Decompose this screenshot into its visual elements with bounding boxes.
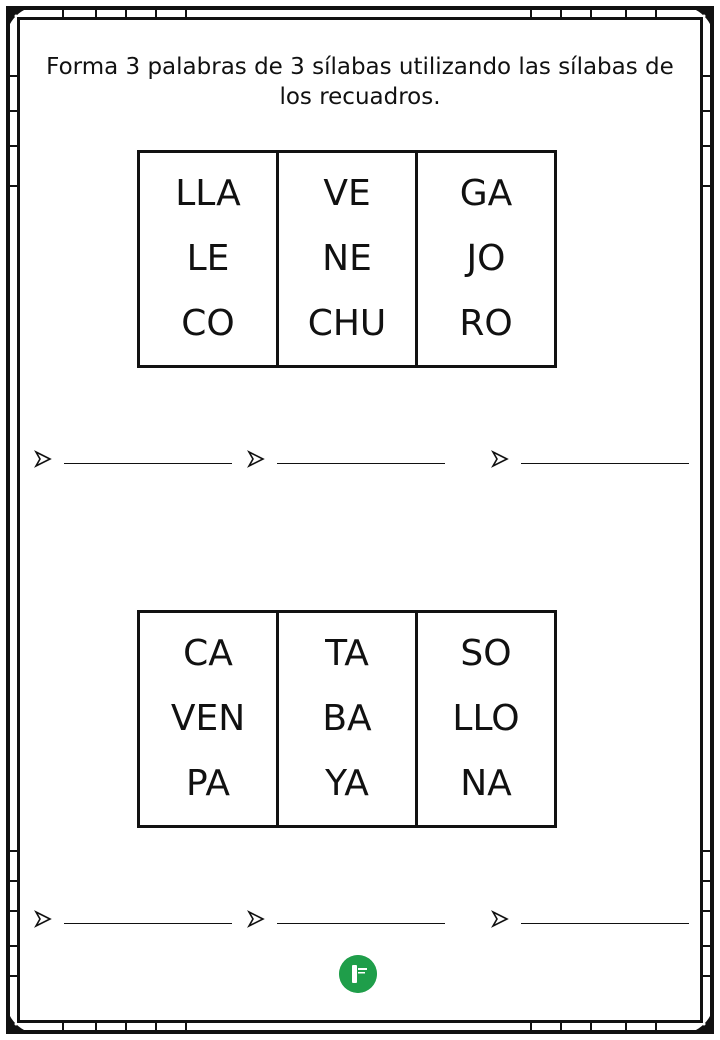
syllable: VEN [170,697,246,739]
arrow-bullet-icon [247,450,265,468]
corner-ornament-icon [6,1000,40,1034]
arrow-bullet-icon [34,910,52,928]
syllable-column: SO LLO NA [415,613,554,825]
syllable: GA [459,172,513,214]
answer-blank[interactable] [277,463,445,464]
syllable: CHU [307,303,387,345]
answer-blank[interactable] [64,463,232,464]
answer-blank[interactable] [521,463,689,464]
syllable-grid-1: LLA LE CO VE NE CHU GA JO RO [137,150,557,368]
answer-row-1 [0,450,720,480]
arrow-bullet-icon [247,910,265,928]
syllable: SO [460,632,512,674]
syllable-column: VE NE CHU [276,153,415,365]
arrow-bullet-icon [491,910,509,928]
syllable: TA [325,632,369,674]
syllable: BA [322,697,372,739]
syllable-column: LLA LE CO [140,153,276,365]
page-border-inner [17,17,703,1023]
syllable-column: CA VEN PA [140,613,276,825]
syllable: CA [183,632,233,674]
syllable: YA [325,763,369,805]
corner-ornament-icon [6,6,40,40]
syllable: NA [460,763,512,805]
logo-icon [339,955,377,993]
syllable: LLA [175,172,241,214]
syllable: LE [186,237,230,279]
corner-ornament-icon [680,6,714,40]
syllable: LLO [452,697,520,739]
answer-blank[interactable] [277,923,445,924]
corner-ornament-icon [680,1000,714,1034]
answer-blank[interactable] [64,923,232,924]
arrow-bullet-icon [491,450,509,468]
syllable: JO [466,237,506,279]
syllable-grid-2: CA VEN PA TA BA YA SO LLO NA [137,610,557,828]
instruction-text: Forma 3 palabras de 3 sílabas utilizando… [46,54,674,110]
syllable-column: TA BA YA [276,613,415,825]
syllable-column: GA JO RO [415,153,554,365]
syllable: RO [459,303,513,345]
answer-blank[interactable] [521,923,689,924]
syllable: NE [322,237,372,279]
arrow-bullet-icon [34,450,52,468]
answer-row-2 [0,910,720,940]
syllable: CO [181,303,235,345]
syllable: PA [185,763,231,805]
page-border-outer [6,6,714,1034]
syllable: VE [323,172,371,214]
